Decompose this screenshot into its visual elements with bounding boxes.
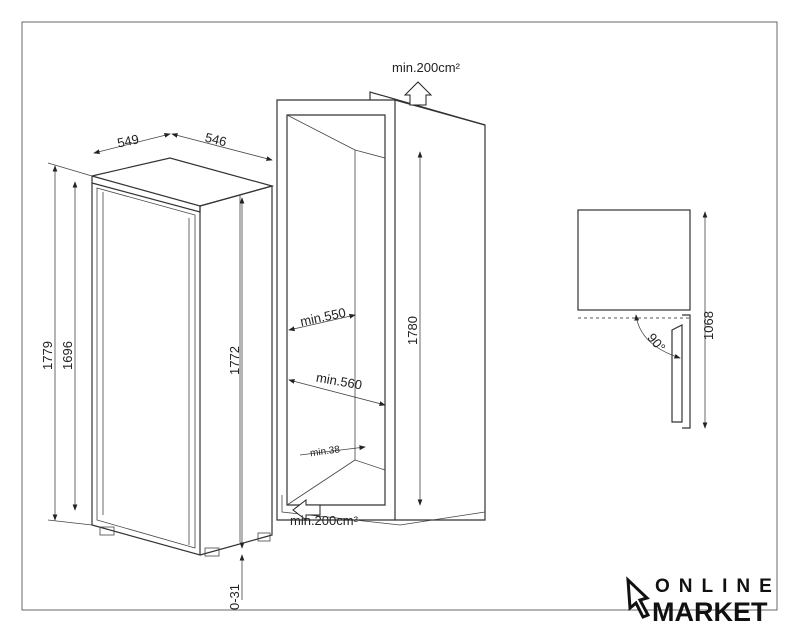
dim-door-height: 1696 bbox=[60, 341, 75, 370]
frame-border bbox=[21, 21, 778, 611]
dim-body-height: 1772 bbox=[227, 346, 242, 375]
dim-depth: 546 bbox=[204, 130, 229, 150]
niche-dimensions bbox=[288, 151, 423, 506]
vent-top-label: min.200cm² bbox=[392, 60, 461, 75]
cursor-icon bbox=[626, 576, 651, 619]
vent-bottom-label: min.200cm² bbox=[290, 513, 359, 528]
vent-up-arrow-icon bbox=[403, 81, 433, 106]
min-width-upper: min.550 bbox=[299, 305, 347, 329]
dim-foot-adjust: 0-31 bbox=[227, 584, 242, 610]
left-dimensions bbox=[47, 133, 273, 600]
door-side-drawing bbox=[577, 209, 708, 429]
vent-in-arrow-icon bbox=[292, 498, 321, 522]
dim-total-height: 1779 bbox=[40, 341, 55, 370]
niche-drawing bbox=[276, 81, 486, 526]
appliance-drawing bbox=[91, 157, 275, 557]
dim-width: 549 bbox=[116, 131, 140, 150]
logo-line2: MARKET bbox=[652, 597, 768, 627]
min-plinth: min.38 bbox=[309, 444, 341, 459]
logo-line1: ONLINE bbox=[655, 576, 781, 597]
niche-height: 1780 bbox=[405, 316, 420, 345]
online-market-logo: ONLINE MARKET bbox=[626, 576, 781, 627]
door-height: 1068 bbox=[701, 311, 716, 340]
door-angle: 90° bbox=[644, 330, 668, 355]
min-width-lower: min.560 bbox=[315, 370, 363, 393]
